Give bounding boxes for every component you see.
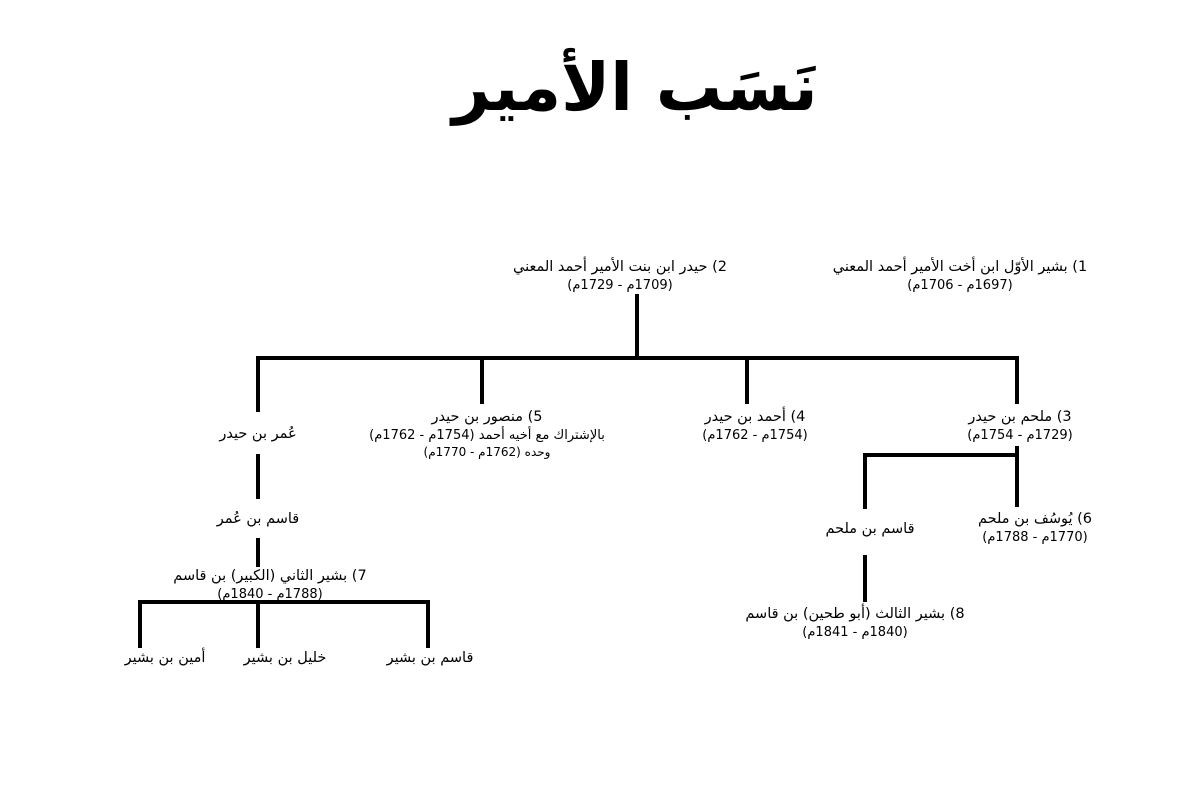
node-dates: (1770م - 1788م) bbox=[982, 530, 1088, 545]
node-omar: عُمر بن حيدر bbox=[188, 425, 328, 444]
node-name: 1) بشير الأوّل ابن أخت الأمير أحمد المعن… bbox=[832, 259, 1088, 275]
node-joint-rule: بالإشتراك مع أخيه أحمد (1754م - 1762م) bbox=[369, 428, 605, 443]
node-name: قاسم بن بشير bbox=[386, 650, 474, 666]
node-name: 6) يُوسُف بن ملحم bbox=[977, 511, 1093, 527]
page-title: نَسَب الأمير bbox=[452, 49, 818, 126]
node-name: 4) أحمد بن حيدر bbox=[704, 409, 806, 425]
node-dates: (1840م - 1841م) bbox=[802, 625, 908, 640]
node-dates: (1709م - 1729م) bbox=[567, 278, 673, 293]
node-dates: (1788م - 1840م) bbox=[217, 587, 323, 602]
node-qasim-omar: قاسم بن عُمر bbox=[188, 510, 328, 529]
node-mansour-5: 5) منصور بن حيدر بالإشتراك مع أخيه أحمد … bbox=[352, 408, 622, 461]
node-qasim-bashir: قاسم بن بشير bbox=[365, 649, 495, 668]
node-name: قاسم بن ملحم bbox=[825, 521, 915, 537]
node-melhem-3: 3) ملحم بن حيدر (1729م - 1754م) bbox=[940, 408, 1100, 444]
node-name: 3) ملحم بن حيدر bbox=[968, 409, 1072, 425]
node-name: قاسم بن عُمر bbox=[216, 511, 300, 527]
node-name: 7) بشير الثاني (الكبير) بن قاسم bbox=[173, 568, 367, 584]
node-name: خليل بن بشير bbox=[243, 650, 327, 666]
node-name: 5) منصور بن حيدر bbox=[431, 409, 543, 425]
node-bashir-7: 7) بشير الثاني (الكبير) بن قاسم (1788م -… bbox=[150, 567, 390, 603]
node-bashir-8: 8) بشير الثالث (أبو طحين) بن قاسم (1840م… bbox=[735, 605, 975, 641]
node-dates: (1754م - 1762م) bbox=[702, 428, 808, 443]
node-qasim-melhem: قاسم بن ملحم bbox=[795, 520, 945, 539]
node-dates: (1697م - 1706م) bbox=[907, 278, 1013, 293]
node-yusuf-6: 6) يُوسُف بن ملحم (1770م - 1788م) bbox=[955, 510, 1115, 546]
node-name: 8) بشير الثالث (أبو طحين) بن قاسم bbox=[745, 606, 965, 622]
node-ahmad-4: 4) أحمد بن حيدر (1754م - 1762م) bbox=[680, 408, 830, 444]
node-name: أمين بن بشير bbox=[124, 650, 206, 666]
node-amin-bashir: أمين بن بشير bbox=[100, 649, 230, 668]
node-name: 2) حيدر ابن بنت الأمير أحمد المعني bbox=[513, 259, 727, 275]
node-haydar-2: 2) حيدر ابن بنت الأمير أحمد المعني (1709… bbox=[490, 258, 750, 294]
node-sole-rule: وحده (1762م - 1770م) bbox=[423, 445, 551, 459]
node-bashir-1: 1) بشير الأوّل ابن أخت الأمير أحمد المعن… bbox=[810, 258, 1110, 294]
node-dates: (1729م - 1754م) bbox=[967, 428, 1073, 443]
node-name: عُمر بن حيدر bbox=[219, 426, 297, 442]
node-khalil-bashir: خليل بن بشير bbox=[220, 649, 350, 668]
